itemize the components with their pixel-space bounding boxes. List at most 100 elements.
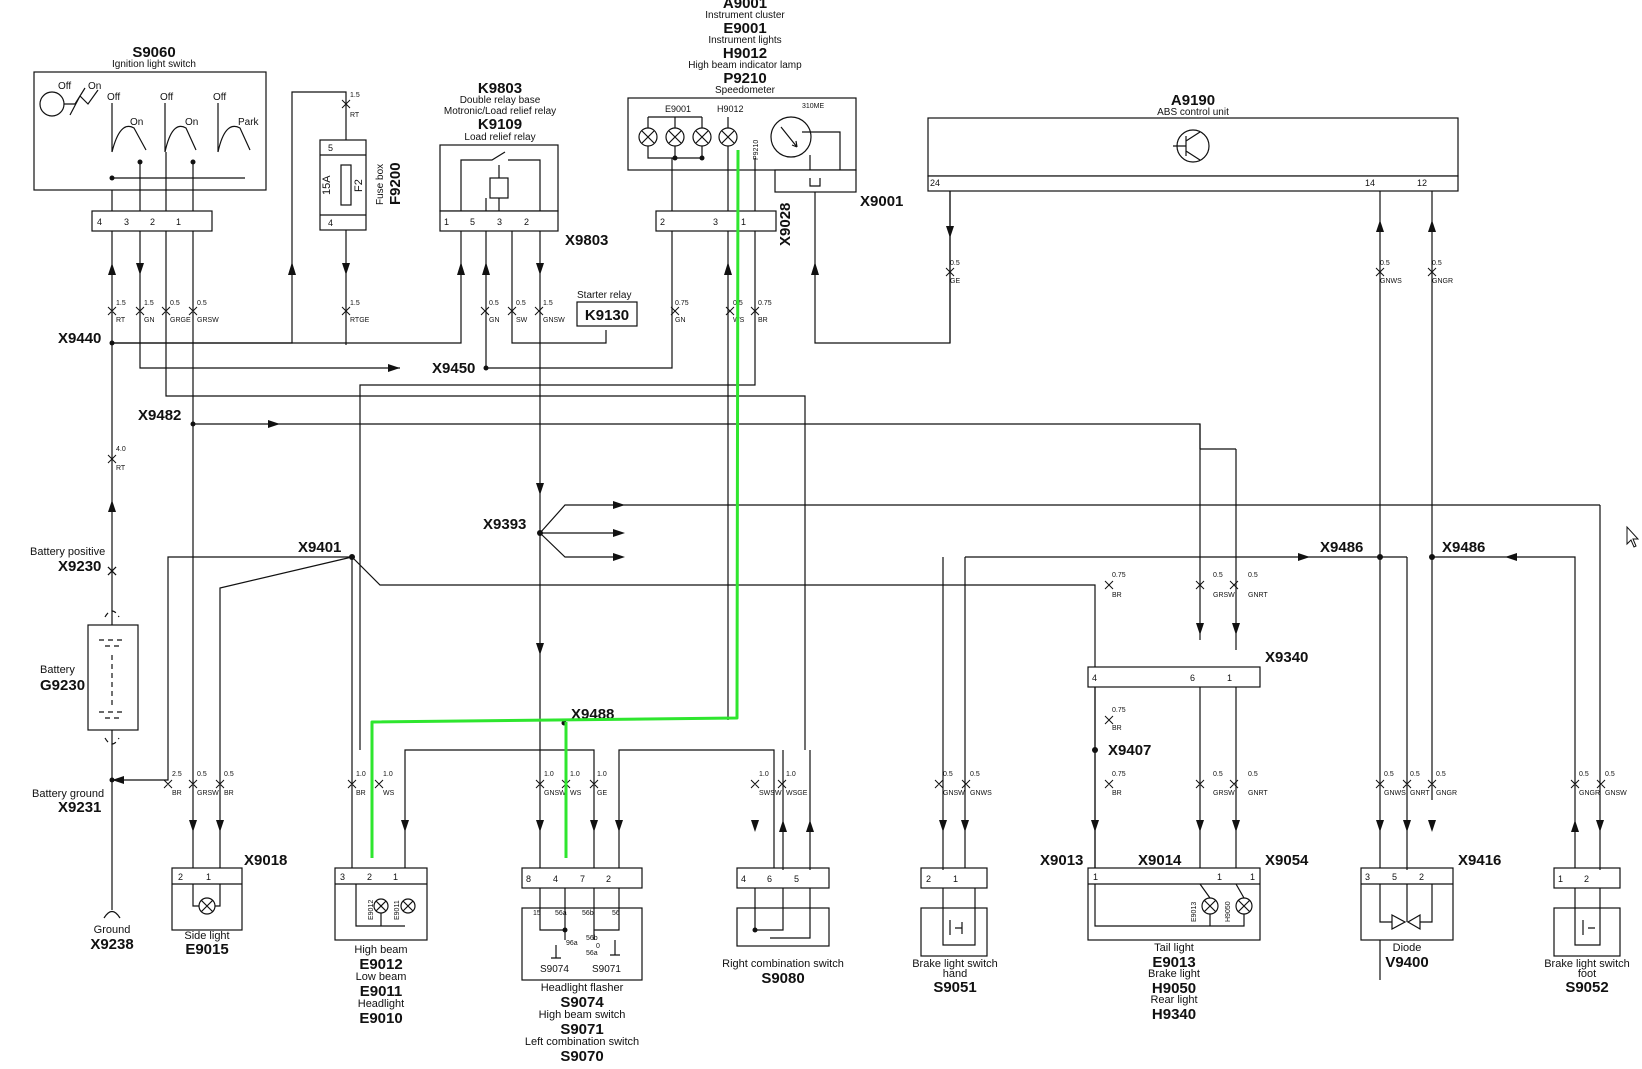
k9109-id: K9109	[478, 116, 522, 133]
svg-text:0.5: 0.5	[1410, 771, 1420, 778]
connector-x9054: X9054	[1265, 852, 1309, 869]
connector-x9028: X9028	[777, 203, 794, 246]
svg-text:7: 7	[580, 874, 585, 884]
svg-text:1.0: 1.0	[570, 771, 580, 778]
svg-text:14: 14	[1365, 178, 1375, 188]
relay-coil-icon	[489, 177, 509, 199]
tail-light-id: E9013	[1152, 954, 1195, 971]
svg-text:GN: GN	[675, 317, 686, 324]
svg-text:Brake light switch: Brake light switch	[1544, 958, 1630, 970]
battery-g9230	[87, 624, 139, 731]
s9060-desc: Ignition light switch	[112, 59, 196, 70]
svg-text:56a: 56a	[586, 950, 598, 957]
svg-text:GN: GN	[489, 317, 500, 324]
svg-text:0.5: 0.5	[1384, 771, 1394, 778]
svg-text:1: 1	[176, 217, 181, 227]
svg-text:0.5: 0.5	[1248, 771, 1258, 778]
svg-text:H9050: H9050	[1225, 901, 1232, 922]
svg-text:High beam switch: High beam switch	[539, 1009, 626, 1021]
svg-text:GNGR: GNGR	[1436, 790, 1457, 797]
left-combination-switch-id: S9070	[560, 1048, 603, 1065]
svg-text:S9071: S9071	[592, 964, 621, 975]
switch-contact-1	[111, 103, 147, 153]
highlighted-high-beam-wire[interactable]	[370, 149, 740, 858]
connector-x9340-block	[1087, 666, 1261, 688]
e9001-desc: Instrument lights	[708, 35, 781, 46]
svg-text:6: 6	[767, 874, 772, 884]
svg-text:12: 12	[1417, 178, 1427, 188]
svg-text:24: 24	[930, 178, 940, 188]
connector-x9416: X9416	[1458, 852, 1501, 869]
h9012-id: H9012	[723, 45, 767, 62]
svg-text:High beam: High beam	[354, 944, 407, 956]
brake-switch-hand-connector	[920, 867, 988, 889]
brake-switch-foot-box	[1553, 907, 1621, 957]
high-beam-id: E9012	[359, 956, 402, 973]
connector-x9401: X9401	[298, 539, 341, 556]
svg-text:GNRT: GNRT	[1410, 790, 1430, 797]
k9130-id: K9130	[585, 307, 629, 324]
svg-text:1: 1	[1558, 874, 1563, 884]
svg-text:1.0: 1.0	[597, 771, 607, 778]
svg-text:GNWS: GNWS	[1380, 278, 1402, 285]
svg-text:Brake light: Brake light	[1148, 968, 1200, 980]
svg-text:WS: WS	[383, 790, 395, 797]
svg-text:0.75: 0.75	[1112, 771, 1126, 778]
svg-text:0.5: 0.5	[950, 260, 960, 267]
svg-text:0.5: 0.5	[1380, 260, 1390, 267]
svg-text:Left combination switch: Left combination switch	[525, 1036, 639, 1048]
svg-text:3: 3	[1365, 872, 1370, 882]
svg-text:GNRT: GNRT	[1248, 592, 1268, 599]
svg-text:4: 4	[1092, 673, 1097, 683]
svg-text:5: 5	[328, 143, 333, 153]
svg-text:0.75: 0.75	[1112, 572, 1126, 579]
rear-light-id: H9340	[1152, 1006, 1196, 1023]
brake-switch-hand-id: S9051	[933, 979, 976, 996]
h9012-desc: High beam indicator lamp	[688, 60, 802, 71]
svg-text:Motronic/Load relief relay: Motronic/Load relief relay	[444, 106, 556, 117]
svg-text:BR: BR	[356, 790, 366, 797]
svg-text:Off: Off	[213, 92, 226, 103]
fuse-box-id: F9200	[387, 162, 404, 205]
svg-text:Rear light: Rear light	[1150, 994, 1197, 1006]
svg-text:1: 1	[1227, 673, 1232, 683]
connector-x9482: X9482	[138, 407, 181, 424]
svg-text:On: On	[185, 117, 198, 128]
svg-text:0.5: 0.5	[970, 771, 980, 778]
svg-text:2: 2	[178, 872, 183, 882]
svg-text:3: 3	[340, 872, 345, 882]
s9060-label-off: Off	[58, 81, 71, 92]
svg-text:E9001: E9001	[665, 104, 691, 114]
svg-text:GN: GN	[144, 317, 155, 324]
high-beam-switch-id: S9071	[560, 1021, 603, 1038]
svg-text:0.5: 0.5	[1436, 771, 1446, 778]
svg-text:On: On	[130, 117, 143, 128]
svg-text:WS: WS	[570, 790, 582, 797]
svg-text:P9210: P9210	[753, 140, 760, 160]
svg-text:1.5: 1.5	[350, 300, 360, 307]
svg-text:GE: GE	[950, 278, 960, 285]
svg-text:0.5: 0.5	[1248, 572, 1258, 579]
brake-switch-hand-box	[920, 907, 988, 957]
connector-x9486-right: X9486	[1442, 539, 1485, 556]
svg-text:0.5: 0.5	[224, 771, 234, 778]
svg-text:4: 4	[741, 874, 746, 884]
svg-text:GNSW: GNSW	[544, 790, 566, 797]
connector-x9486-left: X9486	[1320, 539, 1363, 556]
svg-text:0.5: 0.5	[1605, 771, 1615, 778]
svg-text:Off: Off	[107, 92, 120, 103]
svg-text:1.0: 1.0	[356, 771, 366, 778]
svg-text:GNWS: GNWS	[970, 790, 992, 797]
svg-text:4.0: 4.0	[116, 446, 126, 453]
svg-text:3: 3	[124, 217, 129, 227]
svg-text:310ME: 310ME	[802, 103, 825, 110]
svg-text:foot: foot	[1578, 968, 1596, 980]
svg-text:96a: 96a	[566, 940, 578, 947]
svg-text:5: 5	[1392, 872, 1397, 882]
svg-text:5: 5	[794, 874, 799, 884]
connector-x9393: X9393	[483, 516, 526, 533]
svg-text:1.0: 1.0	[383, 771, 393, 778]
svg-text:0.5: 0.5	[943, 771, 953, 778]
x9231-desc: Battery ground	[32, 788, 104, 800]
